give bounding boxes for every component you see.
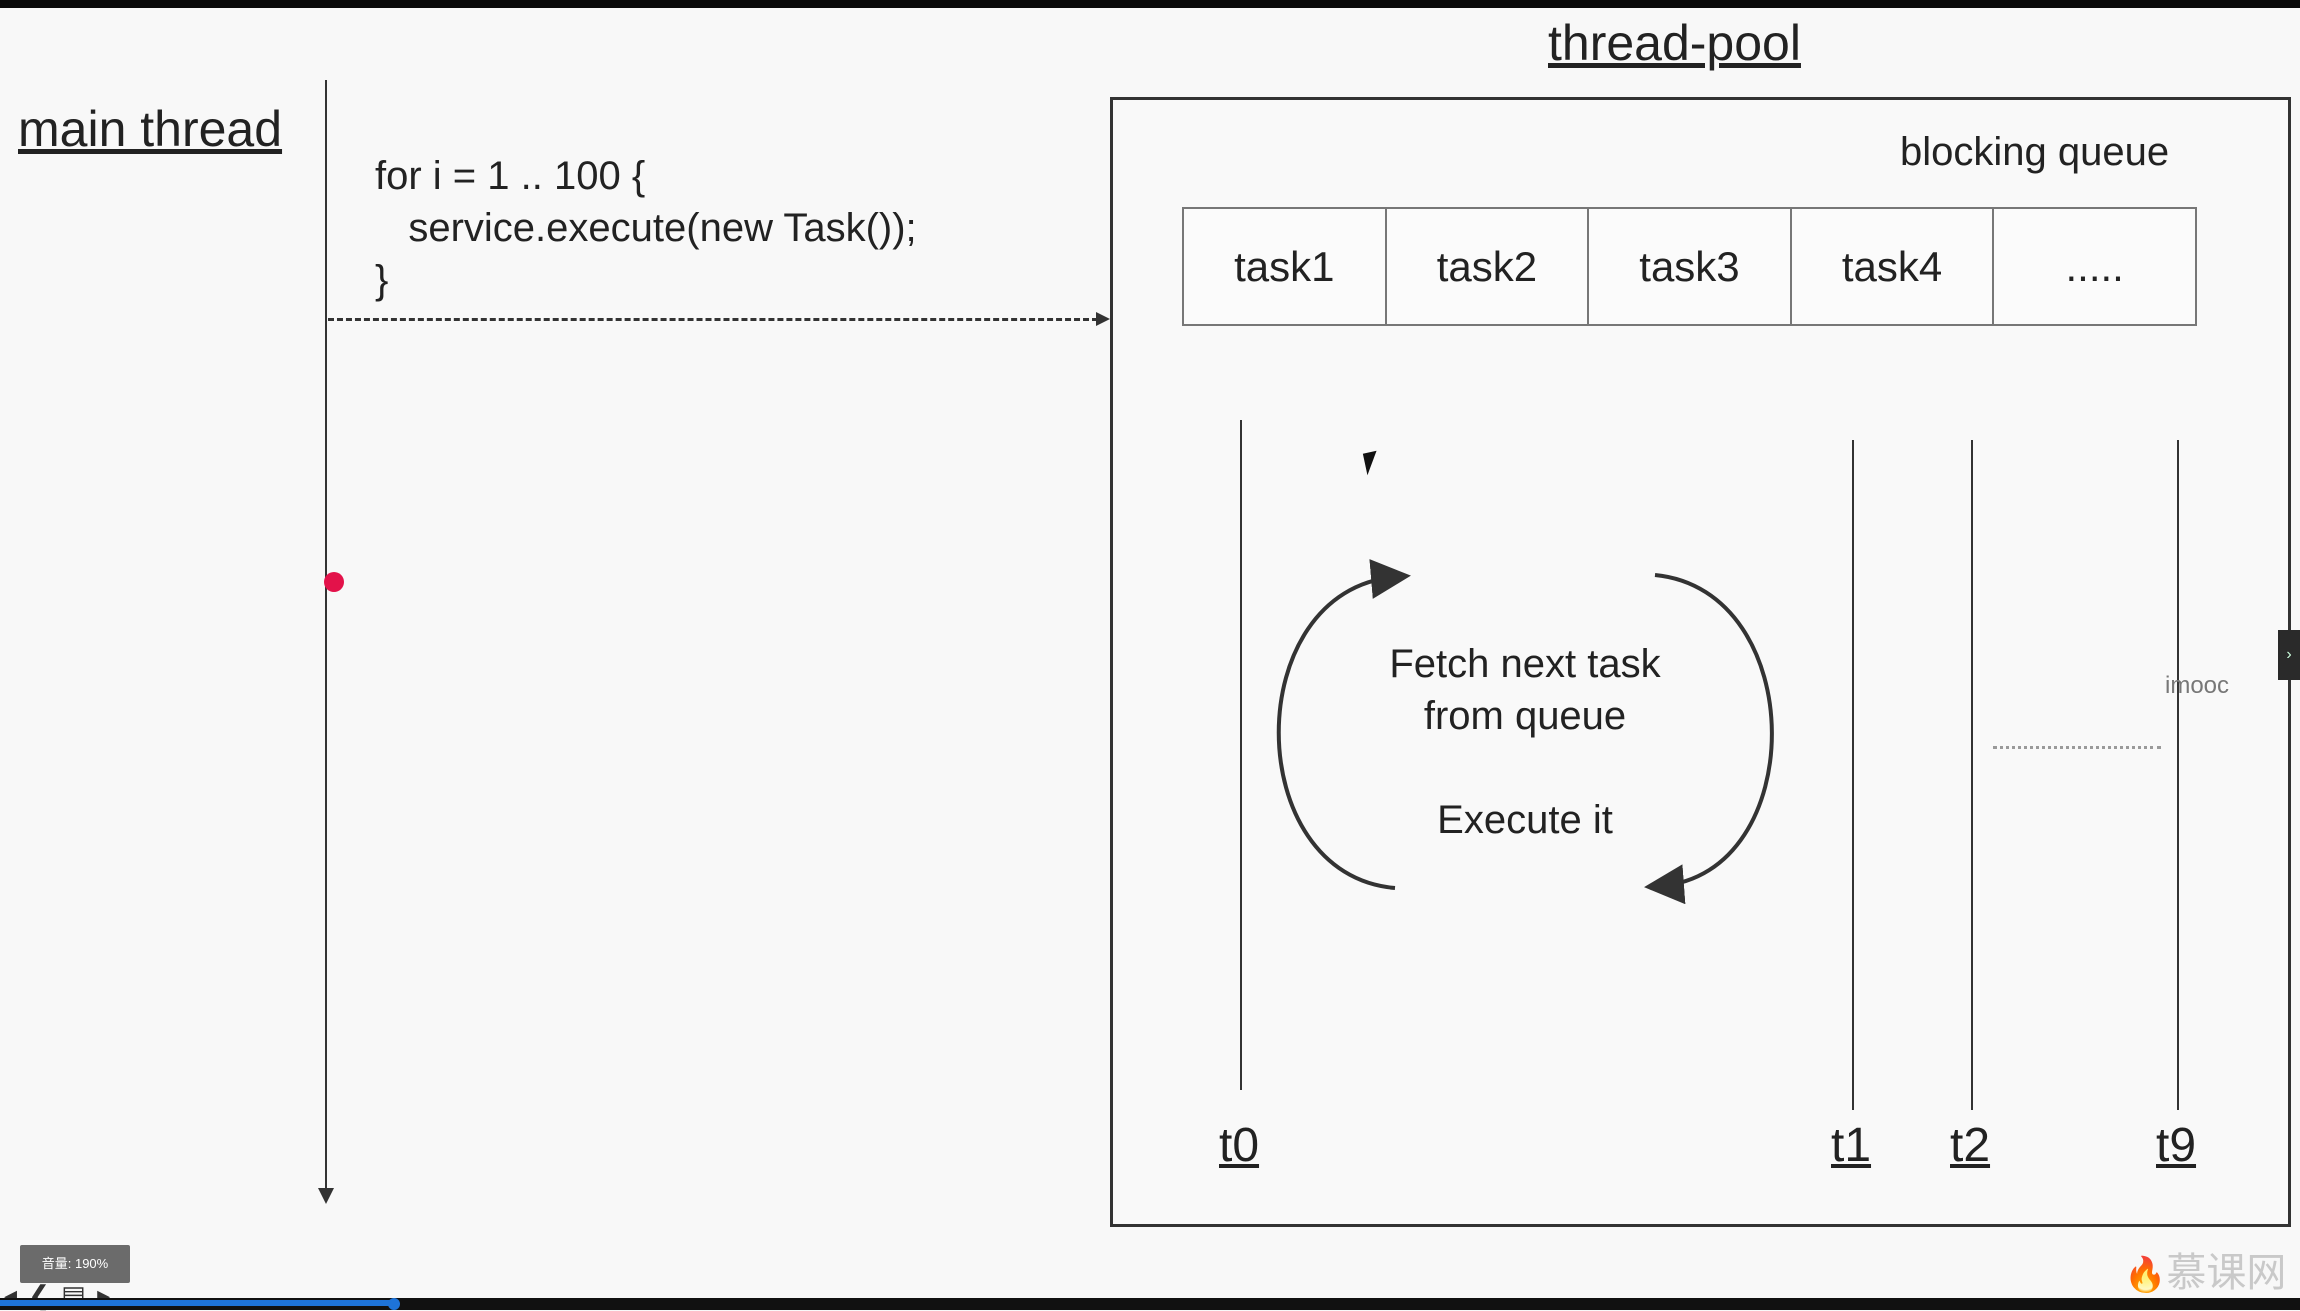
player-bottom-bar [0, 1298, 2300, 1310]
loop-text-line: Execute it [1437, 798, 1613, 842]
blocking-queue-label: blocking queue [1900, 130, 2170, 174]
code-line: } [375, 258, 389, 302]
code-line: for i = 1 .. 100 { [375, 154, 646, 198]
thread-label-t0: t0 [1219, 1119, 1260, 1172]
side-panel-toggle[interactable]: › [2278, 630, 2300, 680]
loop-description: Fetch next task from queue Execute it [1330, 638, 1720, 846]
submit-arrow-head [1096, 312, 1110, 326]
queue-cell: task2 [1387, 209, 1590, 324]
code-line: service.execute(new Task()); [375, 206, 917, 250]
queue-cell: ..... [2065, 242, 2124, 290]
video-top-bar [0, 0, 2300, 8]
loop-text-line: from queue [1423, 694, 1627, 738]
submit-dashed-arrow [328, 318, 1098, 321]
flame-icon: 🔥 [2124, 1256, 2167, 1294]
thread-line-t0 [1240, 420, 1242, 1090]
timeline-arrow-head [318, 1188, 334, 1204]
loop-arrow-right [1644, 573, 1774, 905]
thread-label-t9: t9 [2156, 1119, 2197, 1172]
code-block: for i = 1 .. 100 { service.execute(new T… [375, 150, 917, 306]
thread-pool-title: thread-pool [1548, 15, 1801, 71]
progress-bar[interactable] [0, 1300, 395, 1306]
queue-cell: task3 [1589, 209, 1792, 324]
loop-arrow-left [1276, 559, 1411, 890]
thread-line-t9 [2177, 440, 2179, 1110]
queue-cell: task4 [1792, 209, 1995, 324]
main-thread-timeline [325, 80, 327, 1190]
more-threads-ellipsis [1993, 746, 2161, 749]
thread-label-t2: t2 [1950, 1119, 1991, 1172]
volume-indicator: 音量: 190% [20, 1245, 130, 1283]
current-position-marker [324, 572, 344, 592]
main-thread-title: main thread [18, 101, 283, 157]
queue-cell: task1 [1184, 209, 1387, 324]
brand-logo: 🔥慕课网 [2124, 1240, 2286, 1298]
blocking-queue: task1 task2 task3 task4 ..... [1182, 207, 2197, 326]
thread-line-t1 [1852, 440, 1854, 1110]
loop-text-line: Fetch next task [1389, 642, 1661, 686]
brand-text: 慕课网 [2166, 1251, 2287, 1295]
thread-label-t1: t1 [1831, 1119, 1872, 1172]
thread-line-t2 [1971, 440, 1973, 1110]
watermark-text: imooc [2165, 672, 2230, 699]
progress-handle[interactable] [388, 1298, 400, 1310]
